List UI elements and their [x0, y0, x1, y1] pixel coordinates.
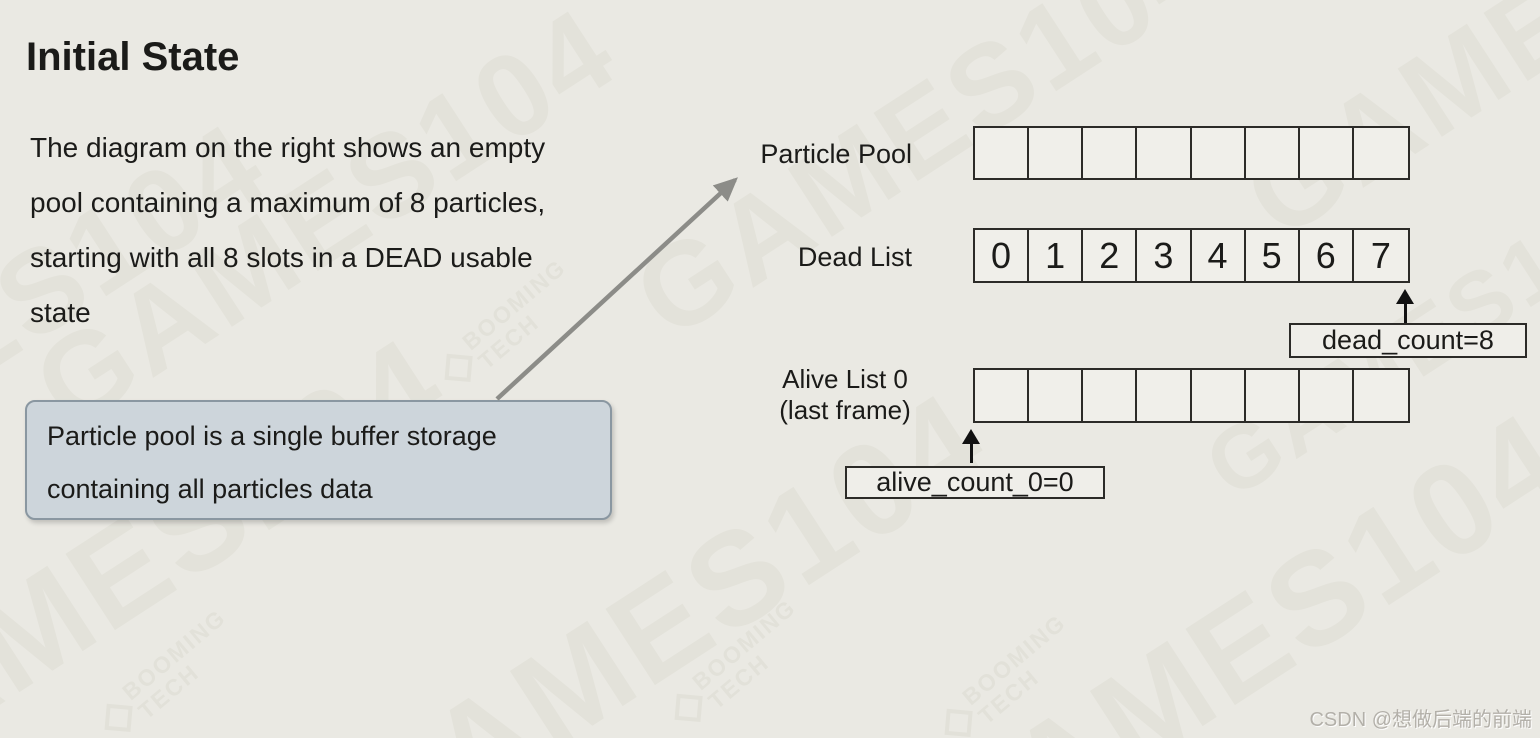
particle-pool-cell	[1192, 128, 1246, 178]
particle-pool-cell	[1246, 128, 1300, 178]
particle-pool-cell	[1083, 128, 1138, 178]
alive-count-arrow-icon	[960, 429, 982, 463]
alive-list-cell	[1354, 370, 1408, 421]
page-title: Initial State	[26, 34, 240, 79]
dead-count-box: dead_count=8	[1289, 323, 1527, 358]
csdn-watermark: CSDN @想做后端的前端	[1309, 709, 1532, 731]
booming-logo-icon	[944, 708, 973, 737]
dead-list-label: Dead List	[797, 242, 912, 272]
dead-list-cell: 5	[1246, 230, 1300, 281]
particle-pool-label: Particle Pool	[760, 139, 912, 169]
body-text-line: The diagram on the right shows an empty	[30, 132, 546, 163]
dead-list-cell: 1	[1029, 230, 1084, 281]
booming-logo-icon	[674, 693, 703, 722]
games104-watermark: GAMES104	[612, 0, 1240, 364]
body-text-line: pool containing a maximum of 8 particles…	[30, 187, 546, 218]
body-text-line: state	[30, 297, 91, 328]
alive-list-cell	[1192, 370, 1246, 421]
alive-list-label-line2: (last frame)	[779, 395, 911, 425]
dead-count-arrow-icon	[1394, 289, 1416, 323]
body-text-line: starting with all 8 slots in a DEAD usab…	[30, 242, 533, 273]
alive-list-cell	[1246, 370, 1300, 421]
dead-list-cell: 3	[1137, 230, 1192, 281]
dead-list-cell: 0	[975, 230, 1030, 281]
alive-count-box: alive_count_0=0	[845, 466, 1105, 499]
dead-list-cell: 7	[1370, 234, 1391, 276]
particle-pool-cells	[973, 126, 1410, 180]
alive-list-label: Alive List 0 (last frame)	[745, 364, 945, 426]
alive-list-cell	[975, 370, 1030, 421]
particle-pool-cell	[1354, 128, 1408, 178]
booming-logo-icon	[444, 353, 473, 382]
booming-logo-icon	[104, 703, 133, 732]
particle-pool-cell	[1300, 128, 1354, 178]
alive-list-cells	[973, 368, 1410, 423]
alive-list-cell	[1137, 370, 1192, 421]
callout-text-line: containing all particles data	[47, 474, 373, 504]
alive-list-cell	[1029, 370, 1084, 421]
dead-list-cell: 4	[1192, 230, 1246, 281]
callout-text-line: Particle pool is a single buffer storage	[47, 421, 497, 451]
alive-list-cell	[1083, 370, 1138, 421]
particle-pool-cell	[1137, 128, 1192, 178]
particle-pool-cell	[1029, 128, 1084, 178]
alive-list-cell	[1300, 370, 1354, 421]
callout-box: Particle pool is a single buffer storage…	[25, 400, 612, 520]
particle-pool-cell	[975, 128, 1030, 178]
alive-list-label-line1: Alive List 0	[782, 364, 908, 394]
dead-list-cell: 6	[1300, 230, 1354, 281]
dead-list-cell: 2	[1083, 230, 1138, 281]
body-text: The diagram on the right shows an empty p…	[30, 120, 545, 340]
